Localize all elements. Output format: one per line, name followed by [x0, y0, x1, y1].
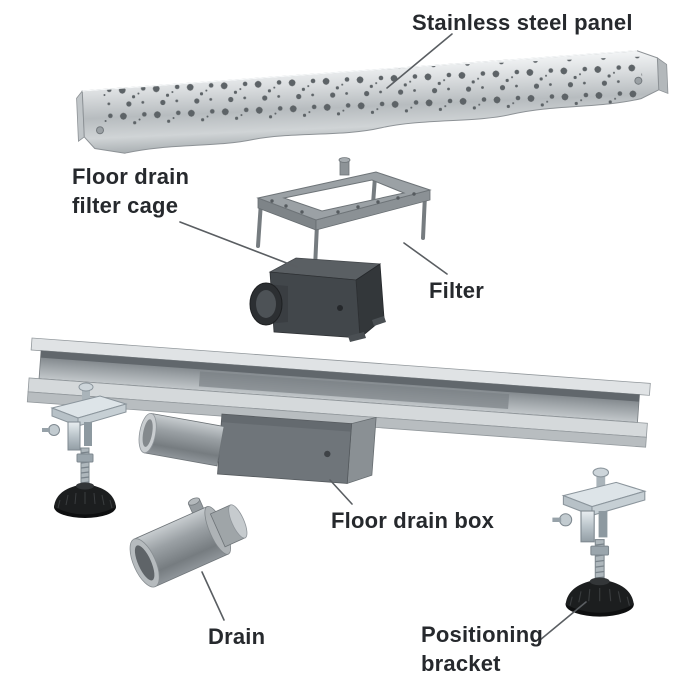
- cage-screw: [337, 305, 343, 311]
- leader-drain: [201, 571, 225, 621]
- leader-bracket: [539, 601, 587, 641]
- leader-panel: [386, 33, 453, 89]
- leader-lines: [179, 33, 587, 641]
- trough-inner-slot: [198, 371, 510, 410]
- leader-filter-cage: [179, 221, 298, 268]
- panel-screw-hole-right: [634, 76, 643, 85]
- cage-foot-left: [348, 332, 366, 342]
- label-positioning-bracket: Positioning bracket: [421, 620, 543, 678]
- label-stainless-steel-panel: Stainless steel panel: [412, 10, 633, 35]
- filter-frame: [256, 157, 432, 270]
- panel-perforations: [101, 56, 644, 127]
- stainless-steel-panel: [76, 50, 669, 154]
- label-filter: Filter: [429, 278, 484, 303]
- leader-drain-box: [329, 479, 353, 505]
- label-floor-drain-filter-cage-line2: filter cage: [72, 193, 179, 218]
- label-drain: Drain: [208, 624, 266, 649]
- label-positioning-bracket-line1: Positioning: [421, 622, 543, 647]
- label-floor-drain-box: Floor drain box: [331, 508, 495, 533]
- floor-drain-filter-cage: [249, 257, 386, 342]
- filter-ring-holes: [270, 192, 416, 214]
- drain-box-screw: [324, 450, 331, 458]
- filter-ring-top: [256, 171, 432, 221]
- drain-pipe: [129, 497, 248, 588]
- label-positioning-bracket-line2: bracket: [421, 651, 501, 676]
- trough-front-edge: [26, 391, 647, 448]
- cage-foot-right: [372, 316, 386, 326]
- trough-back-flange: [30, 337, 651, 396]
- label-floor-drain-filter-cage: Floor drain filter cage: [72, 162, 189, 220]
- floor-drain-box: [26, 337, 651, 485]
- panel-screw-hole-left: [95, 126, 104, 135]
- leader-filter: [403, 242, 448, 275]
- positioning-bracket-right: [551, 467, 646, 618]
- drain-box-outlet-pipe: [138, 412, 225, 467]
- label-floor-drain-filter-cage-line1: Floor drain: [72, 164, 190, 189]
